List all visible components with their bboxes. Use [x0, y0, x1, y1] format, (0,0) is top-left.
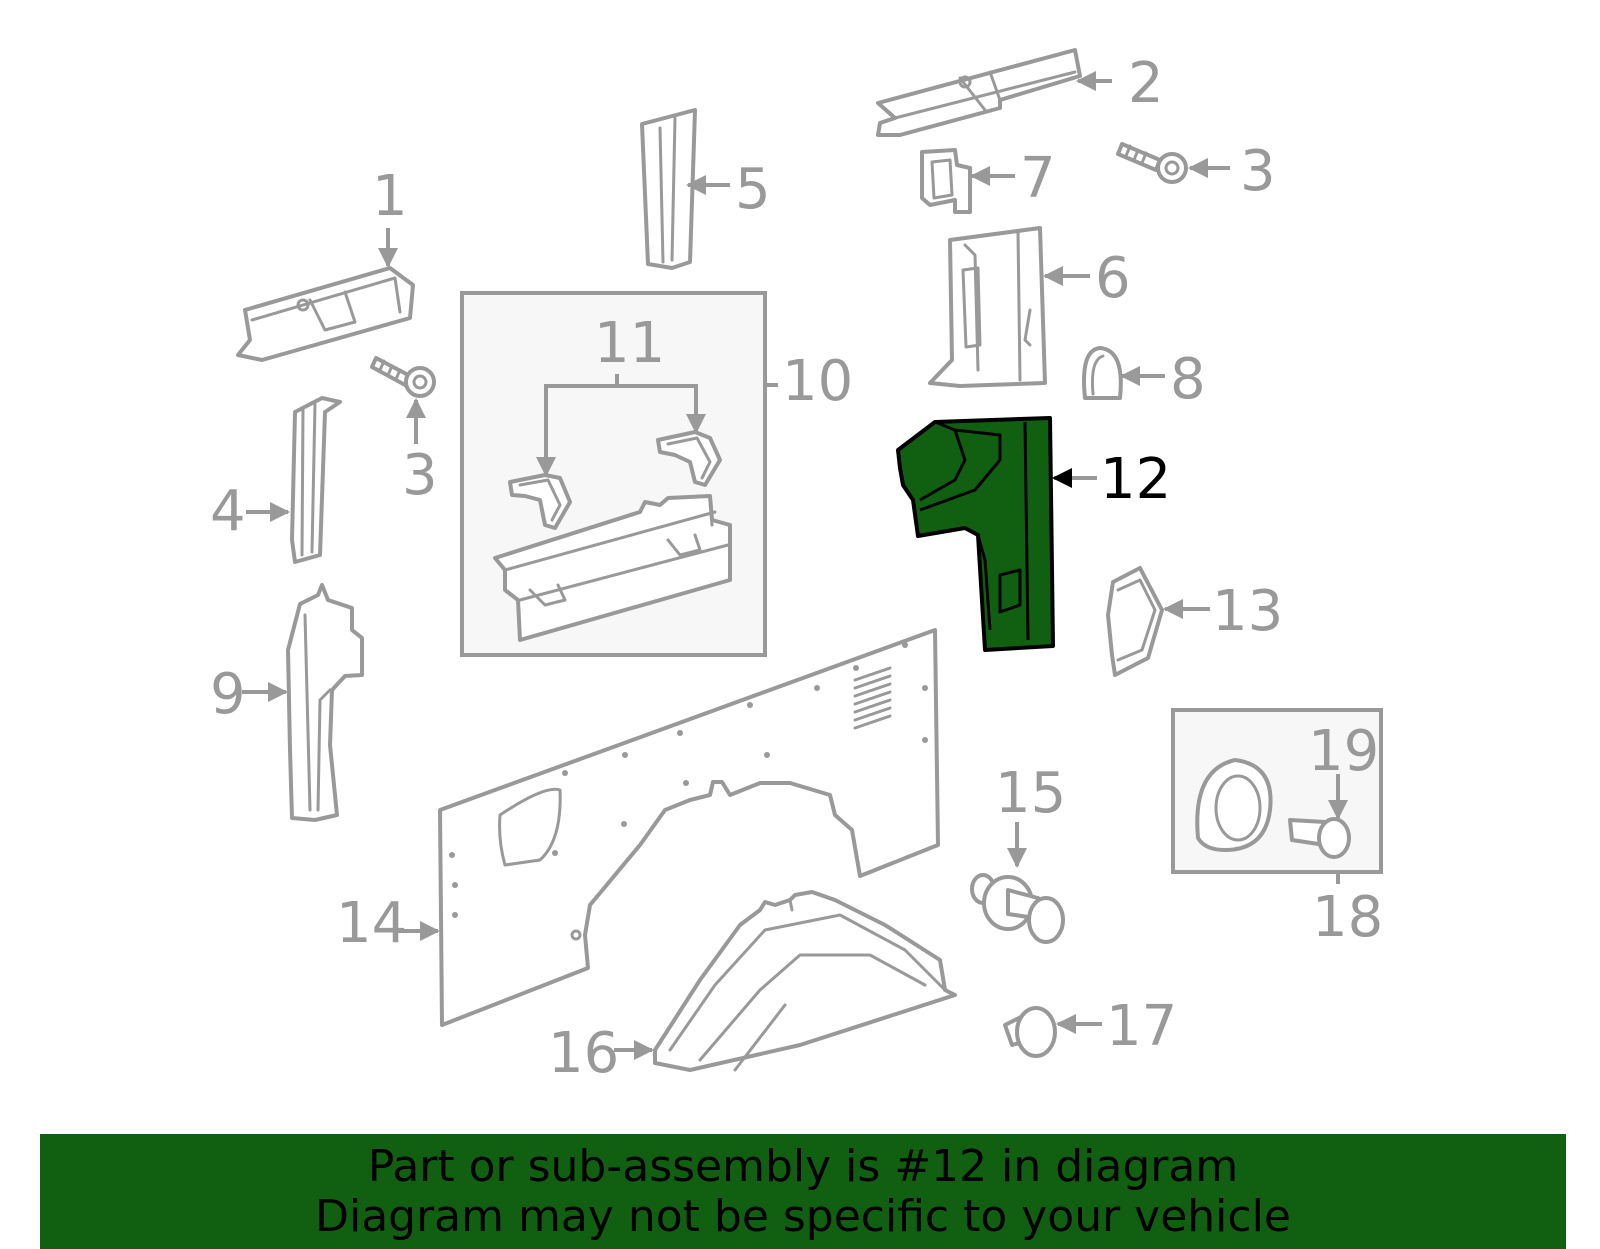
- part-16-wheelhouse-trim[interactable]: [653, 890, 957, 1072]
- callout-4: 4: [210, 479, 246, 544]
- part-15-push-pin[interactable]: [970, 873, 1065, 944]
- part-3-bolt-upper[interactable]: [1116, 142, 1188, 184]
- part-9-pillar-trim[interactable]: [286, 583, 364, 822]
- callout-16: 16: [548, 1021, 619, 1086]
- part-13-trim-piece[interactable]: [1106, 566, 1164, 677]
- callout-13: 13: [1212, 579, 1283, 644]
- part-3-bolt-left[interactable]: [370, 356, 436, 398]
- part-5-pillar-strip[interactable]: [640, 108, 697, 270]
- callout-5: 5: [735, 157, 771, 222]
- box-18-assembly[interactable]: [1171, 708, 1383, 874]
- banner-line-2: Diagram may not be specific to your vehi…: [315, 1191, 1291, 1242]
- callout-9: 9: [210, 662, 246, 727]
- callout-12: 12: [1100, 447, 1171, 512]
- callout-15: 15: [995, 761, 1066, 826]
- callout-17: 17: [1106, 994, 1177, 1059]
- callout-11: 11: [594, 311, 665, 376]
- callout-7: 7: [1020, 146, 1056, 211]
- part-8-cap[interactable]: [1082, 346, 1123, 400]
- callout-8: 8: [1170, 347, 1206, 412]
- banner-line-1: Part or sub-assembly is #12 in diagram: [367, 1141, 1239, 1192]
- callout-14: 14: [336, 891, 407, 956]
- info-banner: Part or sub-assembly is #12 in diagram D…: [40, 1134, 1566, 1249]
- callout-18: 18: [1312, 885, 1383, 950]
- part-7-clip[interactable]: [920, 148, 972, 214]
- callout-1: 1: [372, 164, 408, 229]
- part-14-side-panel[interactable]: [438, 628, 940, 1027]
- callout-3-left: 3: [402, 443, 438, 508]
- callout-10: 10: [782, 349, 853, 414]
- callout-2: 2: [1128, 51, 1164, 116]
- part-4-pillar-strip[interactable]: [290, 396, 342, 564]
- callout-19: 19: [1308, 719, 1379, 784]
- part-2-trim[interactable]: [876, 48, 1082, 137]
- part-12-quarter-trim-highlighted[interactable]: [896, 416, 1055, 652]
- callout-3-upper: 3: [1240, 139, 1276, 204]
- callout-6: 6: [1095, 246, 1131, 311]
- part-17-plug[interactable]: [1003, 1006, 1057, 1058]
- part-6-pillar-trim[interactable]: [928, 226, 1047, 388]
- part-1-trim[interactable]: [236, 266, 415, 362]
